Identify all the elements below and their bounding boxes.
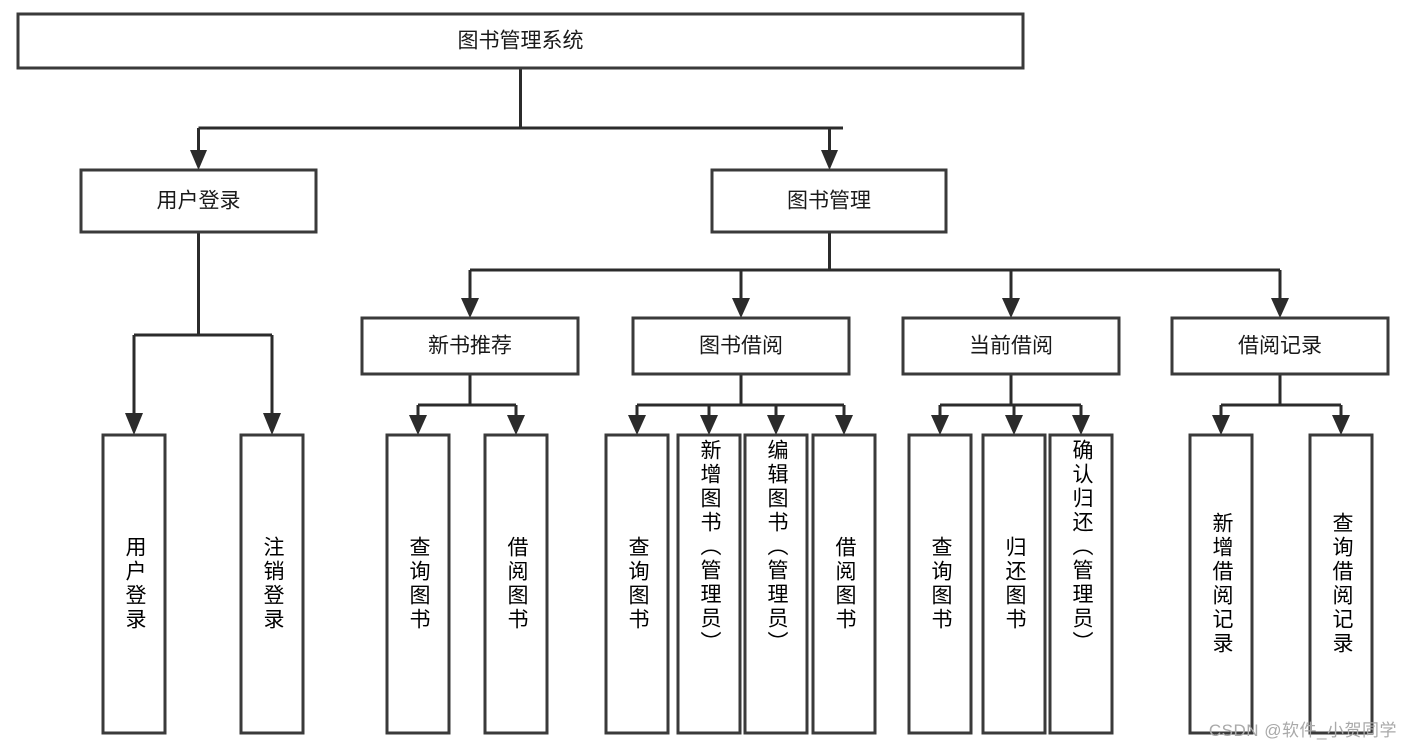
book-management-box[interactable] xyxy=(710,168,948,234)
node-leaf-logout[interactable]: 注销登录 xyxy=(239,433,305,735)
leaf-add-borrow-record-text-area: 新增借阅记录 xyxy=(1210,512,1233,656)
node-leaf-confirm-return-admin[interactable]: 确认归还（管理员） xyxy=(1048,433,1114,735)
borrow-record-box[interactable] xyxy=(1170,316,1390,376)
leaf-borrow-book-2-text-area: 借阅图书 xyxy=(833,536,856,632)
leaf-return-book-text-area: 归还图书 xyxy=(1003,536,1026,632)
node-root[interactable]: 图书管理系统 xyxy=(16,12,1025,70)
leaf-add-book-admin-label: 新增图书（管理员） xyxy=(698,439,721,655)
node-current-borrow[interactable]: 当前借阅 xyxy=(901,316,1121,376)
node-leaf-user-login[interactable]: 用户登录 xyxy=(101,433,167,735)
arrowhead-book-management xyxy=(821,150,838,170)
leaf-confirm-return-admin-box[interactable] xyxy=(1048,433,1114,735)
arrowhead-leaf-confirm-return-admin xyxy=(1072,415,1090,435)
node-leaf-query-borrow-record[interactable]: 查询借阅记录 xyxy=(1308,433,1374,735)
arrowhead-leaf-borrow-book-1 xyxy=(507,415,525,435)
current-borrow-label: 当前借阅 xyxy=(969,335,1053,358)
leaf-query-book-1-box[interactable] xyxy=(385,433,451,735)
arrowhead-leaf-return-book xyxy=(1005,415,1023,435)
leaf-query-book-2-box[interactable] xyxy=(604,433,670,735)
leaf-query-borrow-record-box[interactable] xyxy=(1308,433,1374,735)
leaf-borrow-book-1-box[interactable] xyxy=(483,433,549,735)
leaf-add-borrow-record-box[interactable] xyxy=(1188,433,1254,735)
user-login-label: 用户登录 xyxy=(157,190,241,213)
user-login-box[interactable] xyxy=(79,168,318,234)
leaf-query-borrow-record-text-area: 查询借阅记录 xyxy=(1330,512,1353,656)
arrowhead-leaf-query-borrow-record xyxy=(1332,415,1350,435)
leaf-return-book-box[interactable] xyxy=(981,433,1047,735)
node-leaf-query-book-1[interactable]: 查询图书 xyxy=(385,433,451,735)
new-book-recommend-label: 新书推荐 xyxy=(428,335,512,358)
book-borrow-label: 图书借阅 xyxy=(699,335,783,358)
leaf-borrow-book-2-label: 借阅图书 xyxy=(833,536,856,632)
arrowhead-leaf-logout xyxy=(263,413,281,435)
leaf-confirm-return-admin-text-area: 确认归还（管理员） xyxy=(1070,439,1093,655)
arrowhead-user-login xyxy=(190,150,207,170)
leaf-query-book-3-text-area: 查询图书 xyxy=(929,536,952,632)
arrowhead-leaf-edit-book-admin xyxy=(767,415,785,435)
arrowhead-leaf-user-login xyxy=(125,413,143,435)
node-leaf-add-book-admin[interactable]: 新增图书（管理员） xyxy=(676,433,742,735)
node-leaf-edit-book-admin[interactable]: 编辑图书（管理员） xyxy=(743,433,809,735)
leaf-query-book-2-text-area: 查询图书 xyxy=(626,536,649,632)
leaf-return-book-label: 归还图书 xyxy=(1003,536,1026,632)
arrowhead-current-borrow xyxy=(1002,298,1020,318)
node-leaf-borrow-book-1[interactable]: 借阅图书 xyxy=(483,433,549,735)
connector-layer xyxy=(125,68,1350,435)
node-leaf-query-book-2[interactable]: 查询图书 xyxy=(604,433,670,735)
arrowhead-book-borrow xyxy=(732,298,750,318)
node-borrow-record[interactable]: 借阅记录 xyxy=(1170,316,1390,376)
node-leaf-borrow-book-2[interactable]: 借阅图书 xyxy=(811,433,877,735)
root-box[interactable] xyxy=(16,12,1025,70)
leaf-edit-book-admin-box[interactable] xyxy=(743,433,809,735)
new-book-recommend-box[interactable] xyxy=(360,316,580,376)
leaf-add-borrow-record-label: 新增借阅记录 xyxy=(1210,512,1233,656)
leaf-edit-book-admin-text-area: 编辑图书（管理员） xyxy=(765,439,788,655)
node-book-management[interactable]: 图书管理 xyxy=(710,168,948,234)
arrowhead-new-book-recommend xyxy=(461,298,479,318)
book-borrow-box[interactable] xyxy=(631,316,851,376)
book-management-label: 图书管理 xyxy=(787,190,871,213)
leaf-logout-text-area: 注销登录 xyxy=(261,536,284,632)
root-label: 图书管理系统 xyxy=(458,30,584,53)
arrowhead-leaf-borrow-book-2 xyxy=(835,415,853,435)
leaf-borrow-book-1-text-area: 借阅图书 xyxy=(505,536,528,632)
leaf-query-book-1-label: 查询图书 xyxy=(407,536,430,632)
leaf-query-book-1-text-area: 查询图书 xyxy=(407,536,430,632)
leaf-add-book-admin-text-area: 新增图书（管理员） xyxy=(698,439,721,655)
arrowhead-leaf-add-book-admin xyxy=(700,415,718,435)
node-book-borrow[interactable]: 图书借阅 xyxy=(631,316,851,376)
arrowhead-leaf-query-book-1 xyxy=(409,415,427,435)
arrowhead-borrow-record xyxy=(1271,298,1289,318)
node-user-login[interactable]: 用户登录 xyxy=(79,168,318,234)
leaf-logout-label: 注销登录 xyxy=(261,536,284,632)
leaf-query-book-3-label: 查询图书 xyxy=(929,536,952,632)
leaf-borrow-book-1-label: 借阅图书 xyxy=(505,536,528,632)
arrowhead-leaf-query-book-3 xyxy=(931,415,949,435)
arrowhead-leaf-query-book-2 xyxy=(628,415,646,435)
node-new-book-recommend[interactable]: 新书推荐 xyxy=(360,316,580,376)
leaf-logout-box[interactable] xyxy=(239,433,305,735)
leaf-query-book-2-label: 查询图书 xyxy=(626,536,649,632)
leaf-user-login-box[interactable] xyxy=(101,433,167,735)
leaf-query-book-3-box[interactable] xyxy=(907,433,973,735)
leaf-edit-book-admin-label: 编辑图书（管理员） xyxy=(765,439,788,655)
leaf-borrow-book-2-box[interactable] xyxy=(811,433,877,735)
current-borrow-box[interactable] xyxy=(901,316,1121,376)
csdn-watermark: CSDN @软件_小贺同学 xyxy=(1208,721,1397,740)
leaf-user-login-text-area: 用户登录 xyxy=(123,536,146,632)
leaf-user-login-label: 用户登录 xyxy=(123,536,146,632)
borrow-record-label: 借阅记录 xyxy=(1238,335,1322,358)
arrowhead-leaf-add-borrow-record xyxy=(1212,415,1230,435)
leaf-query-borrow-record-label: 查询借阅记录 xyxy=(1330,512,1353,656)
node-leaf-return-book[interactable]: 归还图书 xyxy=(981,433,1047,735)
leaf-add-book-admin-box[interactable] xyxy=(676,433,742,735)
leaf-confirm-return-admin-label: 确认归还（管理员） xyxy=(1070,439,1093,655)
node-leaf-add-borrow-record[interactable]: 新增借阅记录 xyxy=(1188,433,1254,735)
node-leaf-query-book-3[interactable]: 查询图书 xyxy=(907,433,973,735)
